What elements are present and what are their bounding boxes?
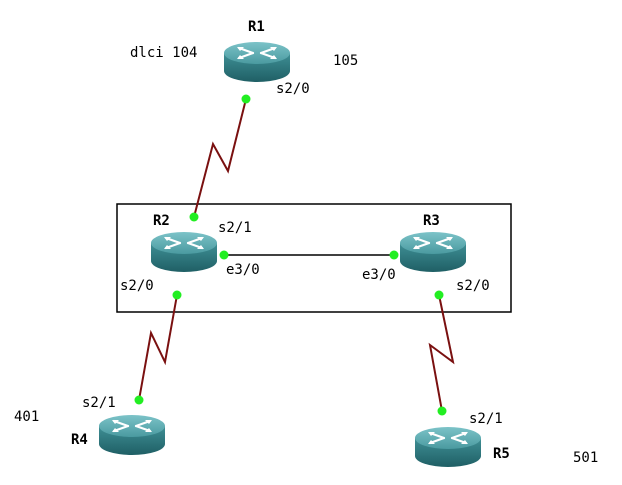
router-r4-label: R4 [71,432,88,448]
interface-label-r3-e30: e3/0 [362,267,396,283]
router-r4-icon[interactable] [97,413,167,457]
dlci-label-105: 105 [333,53,358,69]
interface-dot-r1-s20[interactable] [241,94,251,104]
interface-label-r2-e30: e3/0 [226,262,260,278]
dlci-label-r1: dlci 104 [130,45,197,61]
dlci-label-401: 401 [14,409,39,425]
interface-dot-r3-e30[interactable] [389,250,399,260]
router-r2-icon[interactable] [149,230,219,274]
router-r5-icon[interactable] [413,425,483,469]
router-r3-icon[interactable] [398,230,468,274]
interface-dot-r5-s21[interactable] [437,406,447,416]
serial-link-r2-r4[interactable] [138,294,178,401]
router-r2-label: R2 [153,213,170,229]
interface-dot-r3-s20[interactable] [434,290,444,300]
frame-relay-box [116,203,512,313]
router-r5-label: R5 [493,446,510,462]
interface-label-r1-s20: s2/0 [276,81,310,97]
interface-dot-r2-s21[interactable] [189,212,199,222]
dlci-label-501: 501 [573,450,598,466]
interface-label-r5-s21: s2/1 [469,411,503,427]
interface-dot-r2-s20[interactable] [172,290,182,300]
interface-dot-r2-e30[interactable] [219,250,229,260]
router-r1-label: R1 [248,19,265,35]
interface-label-r3-s20: s2/0 [456,278,490,294]
interface-label-r2-s20: s2/0 [120,278,154,294]
interface-label-r2-s21: s2/1 [218,220,252,236]
router-r3-label: R3 [423,213,440,229]
serial-link-r1-r2[interactable] [193,98,247,218]
serial-link-r3-r5[interactable] [428,294,455,412]
router-r1-icon[interactable] [222,40,292,84]
interface-label-r4-s21: s2/1 [82,395,116,411]
interface-dot-r4-s21[interactable] [134,395,144,405]
